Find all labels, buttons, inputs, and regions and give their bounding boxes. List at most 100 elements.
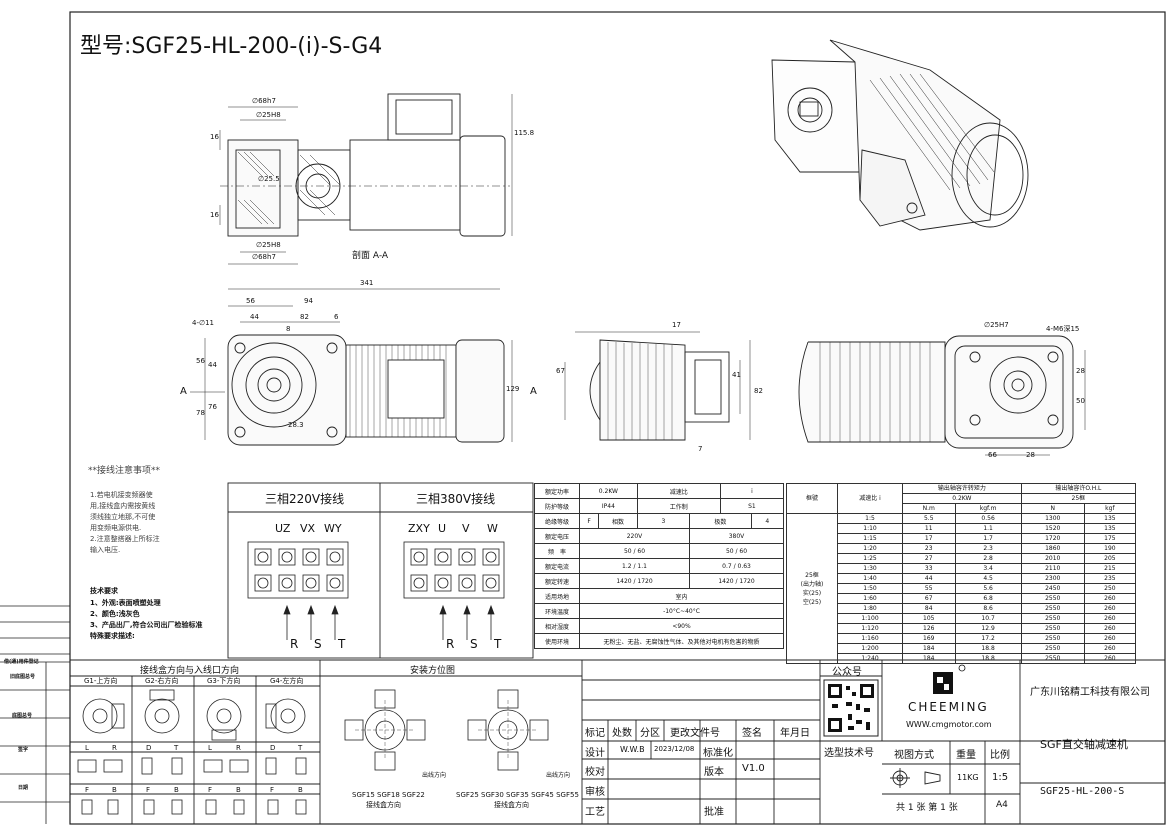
term-380-3: W (487, 522, 498, 535)
model-name: SGF25-HL-200-S (1040, 786, 1125, 797)
dir-fb: B (298, 786, 303, 794)
ratio-cell: 2450 (1020, 583, 1085, 594)
ratio-cell: 105 (902, 613, 956, 624)
section-label: 剖面 A-A (352, 251, 389, 261)
dim-s1: ∅25H8 (256, 111, 281, 119)
frame-note-line: 实(25) (802, 589, 822, 597)
spec-cell: 室内 (579, 588, 784, 604)
ratio-cell: 260 (1083, 643, 1137, 654)
spec-cell: 额定电压 (534, 528, 580, 544)
ratio-cell: 84 (902, 603, 956, 614)
dim-f8: 56 (196, 357, 205, 365)
ratio-cell: 126 (902, 623, 956, 634)
ratio-cell: 260 (1083, 613, 1137, 624)
ratio-cell: 2550 (1020, 613, 1085, 624)
ratio-cell: 1:240 (837, 653, 903, 664)
company-name: 广东川铭精工科技有限公司 (1030, 687, 1150, 698)
dir-fb: B (236, 786, 241, 794)
spec-cell: 极数 (689, 513, 752, 529)
ratio-cell: 2010 (1020, 553, 1085, 564)
ratio-header: 0.2KW (902, 493, 1022, 504)
dim-e0: ∅25H7 (984, 321, 1009, 329)
tech-line: 3、产品出厂,符合公司出厂检验标准 (90, 621, 203, 629)
ratio-cell: 67 (902, 593, 956, 604)
ratio-cell: 8.6 (954, 603, 1022, 614)
dim-f1: 56 (246, 297, 255, 305)
weight-value: 11KG (957, 773, 979, 782)
ratio-cell: 2.8 (954, 553, 1022, 564)
ratio-cell: 5.5 (902, 513, 956, 524)
note-line: 1.若电机接变频器使 (90, 491, 153, 499)
qr-code (823, 679, 879, 737)
version-label: 版本 (704, 767, 724, 778)
dim-e3: 50 (1076, 397, 1085, 405)
ratio-cell: 169 (902, 633, 956, 644)
ratio-cell: 2300 (1020, 573, 1085, 584)
dir-col-g3: G3-下方向 (207, 677, 241, 685)
dim-f11: 76 (208, 403, 217, 411)
ratio-cell: 1720 (1020, 533, 1085, 544)
terminal-block-220 (247, 541, 349, 640)
ratio-cell: 2110 (1020, 563, 1085, 574)
ratio-cell: 260 (1083, 603, 1137, 614)
ratio-cell: 3.4 (954, 563, 1022, 574)
dim-s3: ∅25H8 (256, 241, 281, 249)
dim-s4: ∅68h7 (252, 253, 276, 261)
isometric-view (771, 39, 1029, 231)
dir-lr: D (270, 744, 276, 752)
spec-cell: 3 (636, 513, 691, 529)
ratio-cell: 135 (1083, 513, 1137, 524)
table-row: 使用环境无粉尘、无盐、无腐蚀性气体、及其他对电机有危害的物质 (534, 633, 784, 649)
ratio-cell: 1:20 (837, 543, 903, 554)
direction-sketches (77, 689, 307, 815)
ratio-cell: 2550 (1020, 623, 1085, 634)
ratio-cell: 55 (902, 583, 956, 594)
spec-cell: 频 率 (534, 543, 580, 559)
check-label: 校对 (585, 767, 605, 778)
ratio-cell: 10.7 (954, 613, 1022, 624)
ratio-cell: 27 (902, 553, 956, 564)
rev-h4: 签名 (742, 728, 762, 739)
design-date: 2023/12/08 (654, 745, 695, 753)
spec-cell: F (578, 513, 600, 529)
ratio-cell: 1:5 (837, 513, 903, 524)
brand-website: WWW.cmgmotor.com (906, 720, 992, 729)
section-arrow-left: A (180, 386, 187, 397)
term-380-1: U (438, 522, 447, 535)
table-row: 框號 减速比 i 输出轴容许转矩力 输出轴容许O.H.L (786, 483, 1137, 514)
dim-s2: ∅25.5 (258, 175, 280, 183)
ratio-cell: 1:100 (837, 613, 903, 624)
dim-f4: 82 (300, 313, 309, 321)
standard-label: 标准化 (703, 748, 733, 759)
dir-lr: L (208, 744, 212, 752)
ratio-header: 框號 (786, 483, 838, 514)
ratio-cell: 4.5 (954, 573, 1022, 584)
dim-e5: 28 (1026, 451, 1035, 459)
spec-cell: 使用环境 (534, 633, 580, 649)
tech-no-label: 选型技术号 (824, 748, 874, 759)
dim-d2: 41 (732, 371, 741, 379)
tech-title: 技术要求 (90, 587, 118, 595)
ratio-cell: 18.8 (954, 653, 1022, 664)
dim-f5: 8 (286, 325, 291, 333)
dir-fb: F (208, 786, 213, 794)
rev-h3: 更改文件号 (670, 728, 720, 739)
dir-lr: D (146, 744, 152, 752)
section-view-a-a (219, 93, 513, 265)
design-label: 设计 (585, 748, 605, 759)
dir-lr: T (174, 744, 179, 752)
ratio-cell: 1.1 (954, 523, 1022, 534)
dim-f13: 129 (506, 385, 520, 393)
dim-f10: 78 (196, 409, 205, 417)
ratio-cell: 5.6 (954, 583, 1022, 594)
spec-cell: 380V (689, 528, 784, 544)
